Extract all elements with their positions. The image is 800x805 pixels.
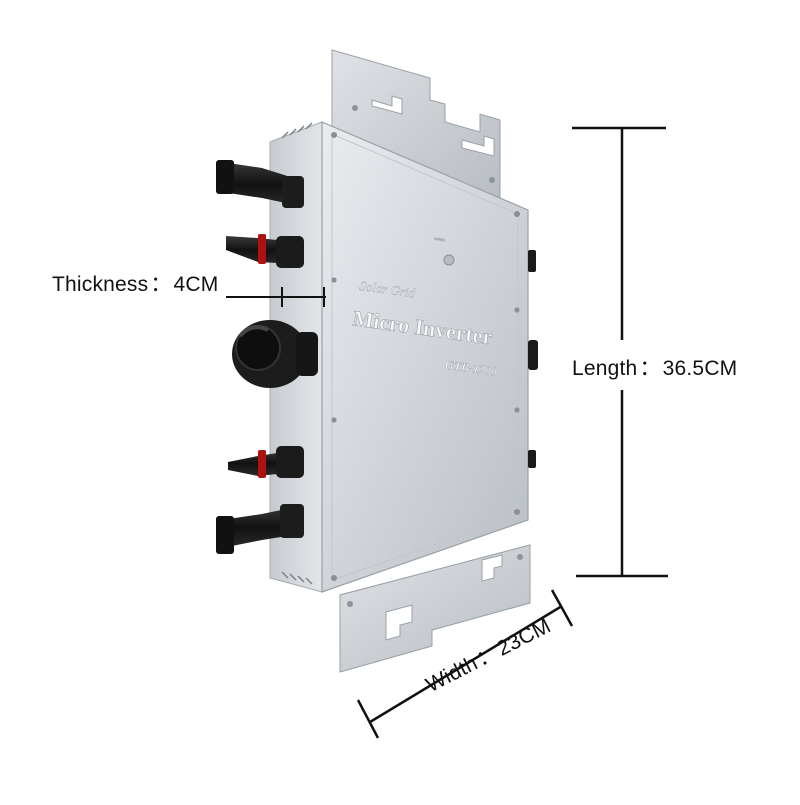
length-label: Length：36.5CM	[572, 352, 737, 382]
connector-mc4-female-icon	[228, 446, 304, 478]
connector-mc4-female-icon	[226, 234, 304, 268]
length-label-text: Length	[572, 357, 638, 380]
thickness-dimension-line	[226, 287, 326, 307]
svg-text:www.: www.	[434, 236, 447, 244]
width-dimension-line	[356, 589, 574, 739]
thickness-value: 4CM	[173, 273, 219, 296]
connector-mc4-male-icon	[216, 160, 304, 208]
thickness-label-text: Thickness	[52, 273, 149, 296]
led-indicator-icon	[443, 254, 455, 266]
connector-mc4-male-icon	[216, 504, 304, 554]
thickness-label: Thickness：4CM	[52, 268, 219, 298]
length-value: 36.5CM	[662, 357, 738, 380]
thickness-separator: ：	[150, 273, 172, 296]
length-separator: ：	[639, 357, 661, 380]
length-dimension-line	[572, 126, 668, 578]
ac-round-connector-icon	[232, 320, 318, 388]
mounting-bracket-icon	[339, 544, 531, 673]
